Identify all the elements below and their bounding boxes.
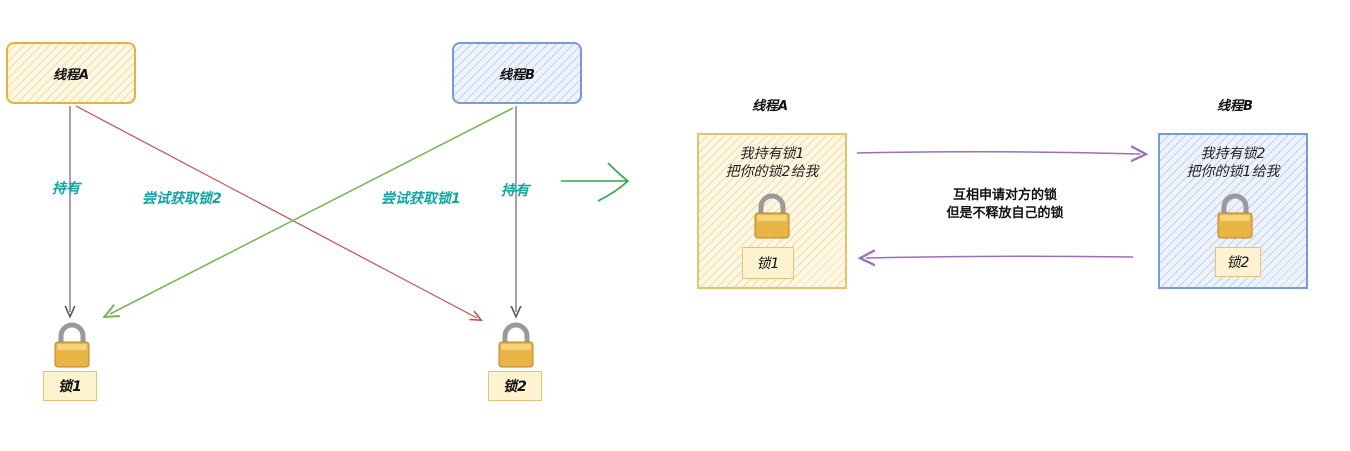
box-a-line1: 我持有锁1 bbox=[739, 146, 805, 162]
try-arrow-a-to-lock2 bbox=[75, 105, 477, 318]
lock2-label: 锁2 bbox=[488, 371, 542, 401]
middle-caption-line1: 互相申请对方的锁 bbox=[952, 188, 1057, 203]
padlock-1-icon bbox=[54, 322, 90, 368]
box-b-lock-label: 锁2 bbox=[1215, 247, 1261, 277]
thread-b-title: 线程B bbox=[1217, 99, 1253, 114]
middle-caption-line2: 但是不释放自己的锁 bbox=[946, 206, 1064, 221]
request-arrow-b-to-a bbox=[866, 256, 1134, 258]
transition-arrow bbox=[561, 162, 630, 202]
lock1-label: 锁1 bbox=[43, 371, 97, 401]
try-label-lock1: 尝试获取锁1 bbox=[381, 191, 461, 207]
lock2-text: 锁2 bbox=[503, 379, 527, 395]
request-arrow-a-to-b bbox=[856, 152, 1140, 154]
thread-a-title: 线程A bbox=[752, 99, 789, 114]
padlock-b-icon bbox=[1217, 193, 1253, 239]
thread-a-label: 线程A bbox=[52, 67, 90, 83]
box-a-lock-text: 锁1 bbox=[756, 256, 780, 272]
box-b-line1: 我持有锁2 bbox=[1200, 146, 1266, 162]
thread-b-node: 线程B bbox=[452, 42, 582, 104]
thread-a-box: 我持有锁1 把你的锁2给我 锁1 bbox=[697, 133, 847, 289]
try-label-lock2: 尝试获取锁2 bbox=[142, 191, 222, 207]
box-a-lock-label: 锁1 bbox=[742, 247, 794, 279]
thread-b-box: 我持有锁2 把你的锁1给我 锁2 bbox=[1158, 133, 1308, 289]
box-a-line2: 把你的锁2给我 bbox=[725, 164, 819, 180]
try-arrow-b-to-lock1 bbox=[110, 107, 514, 314]
middle-caption: 互相申请对方的锁 但是不释放自己的锁 bbox=[905, 187, 1105, 223]
hold-label-b: 持有 bbox=[501, 183, 529, 199]
hold-label-a: 持有 bbox=[52, 181, 80, 197]
lock1-text: 锁1 bbox=[58, 379, 82, 395]
box-b-line2: 把你的锁1给我 bbox=[1186, 164, 1280, 180]
padlock-a-icon bbox=[754, 193, 790, 239]
thread-a-node: 线程A bbox=[6, 42, 136, 104]
box-b-lock-text: 锁2 bbox=[1226, 255, 1250, 271]
padlock-2-icon bbox=[498, 322, 534, 368]
thread-b-label: 线程B bbox=[499, 67, 535, 83]
